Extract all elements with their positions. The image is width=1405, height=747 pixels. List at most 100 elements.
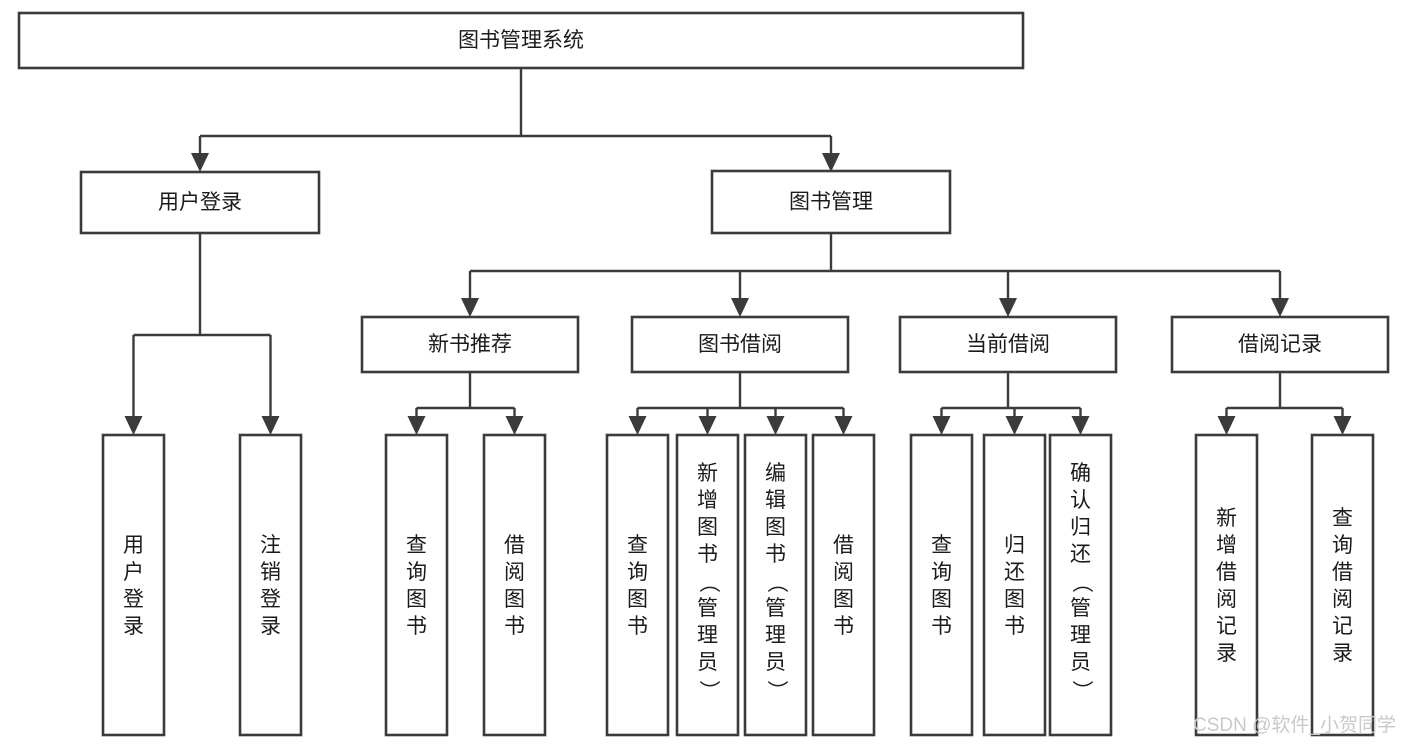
svg-text:）: ） — [697, 680, 720, 701]
leaf-box — [743, 433, 808, 737]
arrow-head-icon — [834, 416, 853, 435]
leaf-box — [1310, 433, 1375, 737]
svg-text:还: 还 — [1004, 561, 1025, 584]
svg-text:员: 员 — [1070, 651, 1091, 674]
svg-text:图: 图 — [627, 588, 648, 611]
svg-text:图: 图 — [833, 588, 854, 611]
node-label-book_manage: 图书管理 — [789, 191, 873, 214]
svg-text:）: ） — [1070, 680, 1093, 701]
svg-text:借: 借 — [1332, 561, 1353, 584]
svg-text:理: 理 — [1070, 624, 1091, 647]
leaf-box — [909, 433, 974, 737]
arrow-head-icon — [461, 298, 479, 317]
node-book_manage[interactable]: 图书管理 — [710, 169, 952, 235]
arrow-head-icon — [731, 298, 749, 317]
node-box-user_login — [79, 170, 321, 235]
node-user_login[interactable]: 用户登录 — [79, 170, 321, 235]
node-label-current_borrow: 当前借阅 — [966, 333, 1050, 356]
leaf-box — [101, 433, 166, 737]
svg-text:归: 归 — [1004, 534, 1025, 557]
leaf-box — [238, 433, 303, 737]
arrow-head-icon — [505, 416, 524, 435]
svg-text:书: 书 — [697, 543, 718, 566]
svg-text:借: 借 — [1216, 561, 1237, 584]
node-box-new_book_rec — [360, 315, 580, 374]
leaf-box — [811, 433, 876, 737]
svg-text:新: 新 — [697, 462, 718, 485]
arrow-head-icon — [1005, 416, 1024, 435]
svg-text:记: 记 — [1332, 615, 1353, 638]
leaf-box — [1048, 433, 1113, 737]
svg-text:查: 查 — [931, 534, 952, 557]
svg-text:员: 员 — [697, 651, 718, 674]
arrow-head-icon — [628, 416, 647, 435]
svg-text:书: 书 — [627, 615, 648, 638]
svg-text:查: 查 — [627, 534, 648, 557]
svg-text:阅: 阅 — [833, 561, 854, 584]
svg-text:图: 图 — [697, 516, 718, 539]
svg-text:书: 书 — [504, 615, 525, 638]
leaf-layer: 用户登录注销登录查询图书借阅图书查询图书新增图书（管理员）编辑图书（管理员）借阅… — [101, 433, 1375, 737]
leaf-box — [482, 433, 547, 737]
svg-text:管: 管 — [1070, 597, 1091, 620]
node-box-borrow_record — [1170, 315, 1390, 374]
node-box-book_manage — [710, 169, 952, 235]
svg-text:还: 还 — [1070, 543, 1091, 566]
node-book_borrow[interactable]: 图书借阅 — [630, 315, 850, 374]
node-label-root: 图书管理系统 — [458, 29, 584, 52]
node-new_book_rec[interactable]: 新书推荐 — [360, 315, 580, 374]
leaf-box — [675, 433, 740, 737]
node-root[interactable]: 图书管理系统 — [17, 11, 1025, 70]
svg-text:销: 销 — [260, 561, 281, 584]
svg-text:录: 录 — [123, 615, 144, 638]
svg-text:阅: 阅 — [504, 561, 525, 584]
svg-text:借: 借 — [833, 534, 854, 557]
leaf-label: 用户登录 — [123, 534, 144, 638]
arrow-head-icon — [766, 416, 785, 435]
svg-text:编: 编 — [765, 462, 786, 485]
arrow-head-icon — [1071, 416, 1090, 435]
arrow-head-icon — [822, 153, 840, 172]
node-borrow_record[interactable]: 借阅记录 — [1170, 315, 1390, 374]
node-label-new_book_rec: 新书推荐 — [428, 333, 512, 356]
leaf-user-login[interactable]: 用户登录 — [101, 433, 166, 737]
node-current_borrow[interactable]: 当前借阅 — [898, 315, 1118, 374]
arrow-head-icon — [407, 416, 426, 435]
csdn-watermark: CSDN @软件_小贺同学 — [1193, 714, 1396, 736]
svg-text:询: 询 — [1332, 534, 1353, 557]
node-label-borrow_record: 借阅记录 — [1238, 333, 1322, 356]
svg-text:询: 询 — [627, 561, 648, 584]
svg-text:辑: 辑 — [765, 489, 786, 512]
svg-text:查: 查 — [406, 534, 427, 557]
arrow-head-icon — [698, 416, 717, 435]
svg-text:（: （ — [1070, 572, 1093, 593]
arrow-head-icon — [1217, 416, 1236, 435]
svg-text:理: 理 — [765, 624, 786, 647]
svg-text:图: 图 — [406, 588, 427, 611]
svg-text:询: 询 — [931, 561, 952, 584]
svg-text:新: 新 — [1216, 507, 1237, 530]
svg-text:登: 登 — [260, 588, 281, 611]
